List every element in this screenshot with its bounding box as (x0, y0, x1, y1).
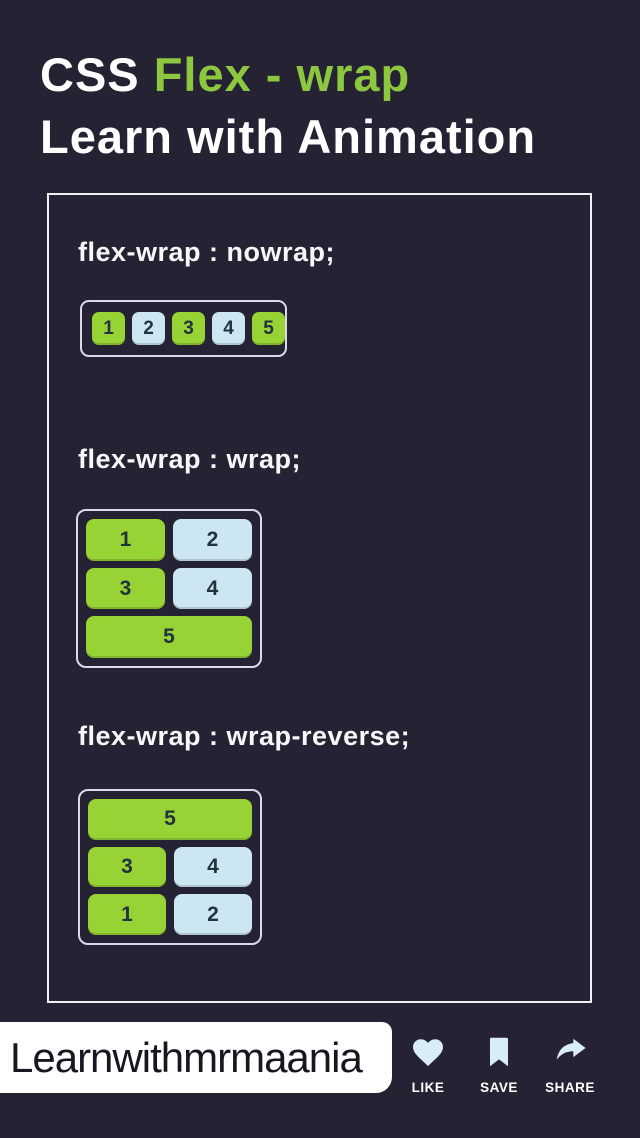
flex-item-1: 1 (86, 519, 165, 561)
save-button[interactable]: SAVE (473, 1034, 525, 1095)
share-label: SHARE (545, 1080, 595, 1095)
flex-item-2: 2 (174, 894, 252, 936)
share-icon (552, 1034, 588, 1075)
example-label-wrap-reverse: flex-wrap : wrap-reverse; (78, 721, 411, 751)
title-line-1: CSS Flex - wrap (40, 44, 536, 106)
flex-row: 5 (86, 616, 252, 659)
save-label: SAVE (480, 1080, 518, 1095)
flex-item-3: 3 (172, 312, 205, 345)
flex-container-wrap: 1 2 3 4 5 (76, 509, 262, 668)
example-label-nowrap: flex-wrap : nowrap; (78, 237, 336, 267)
flex-row: 1 2 (86, 519, 252, 561)
action-bar: LIKE SAVE SHARE (402, 1034, 596, 1095)
share-button[interactable]: SHARE (544, 1034, 596, 1095)
flex-item-2: 2 (173, 519, 252, 561)
flex-container-wrap-reverse: 5 3 4 1 2 (78, 789, 262, 945)
flex-item-3: 3 (88, 846, 166, 888)
flex-item-4: 4 (174, 846, 252, 888)
title-flex-wrap-text: Flex - wrap (153, 48, 411, 101)
flex-item-4: 4 (173, 567, 252, 610)
creator-handle: Learnwithmrmaania (0, 1022, 392, 1093)
heart-icon (410, 1034, 446, 1075)
flex-item-5: 5 (88, 799, 252, 840)
flex-item-5: 5 (86, 616, 252, 659)
flex-item-1: 1 (92, 312, 125, 345)
flex-row: 1 2 (88, 894, 252, 936)
flex-row: 3 4 (88, 846, 252, 888)
flex-container-nowrap: 1 2 3 4 5 (80, 300, 287, 357)
flex-row: 3 4 (86, 567, 252, 610)
bookmark-icon (481, 1034, 517, 1075)
like-label: LIKE (411, 1080, 445, 1095)
like-button[interactable]: LIKE (402, 1034, 454, 1095)
title-css-text: CSS (40, 48, 154, 101)
title-subtitle: Learn with Animation (40, 110, 537, 163)
example-label-wrap: flex-wrap : wrap; (78, 444, 302, 474)
examples-frame (47, 193, 592, 1003)
flex-item-3: 3 (86, 567, 165, 610)
page-title: CSS Flex - wrap Learn with Animation (40, 44, 536, 168)
flex-item-5: 5 (252, 312, 285, 345)
flex-item-4: 4 (212, 312, 245, 345)
flex-item-1: 1 (88, 894, 166, 936)
flex-item-2: 2 (132, 312, 165, 345)
flex-row: 5 (88, 799, 252, 840)
